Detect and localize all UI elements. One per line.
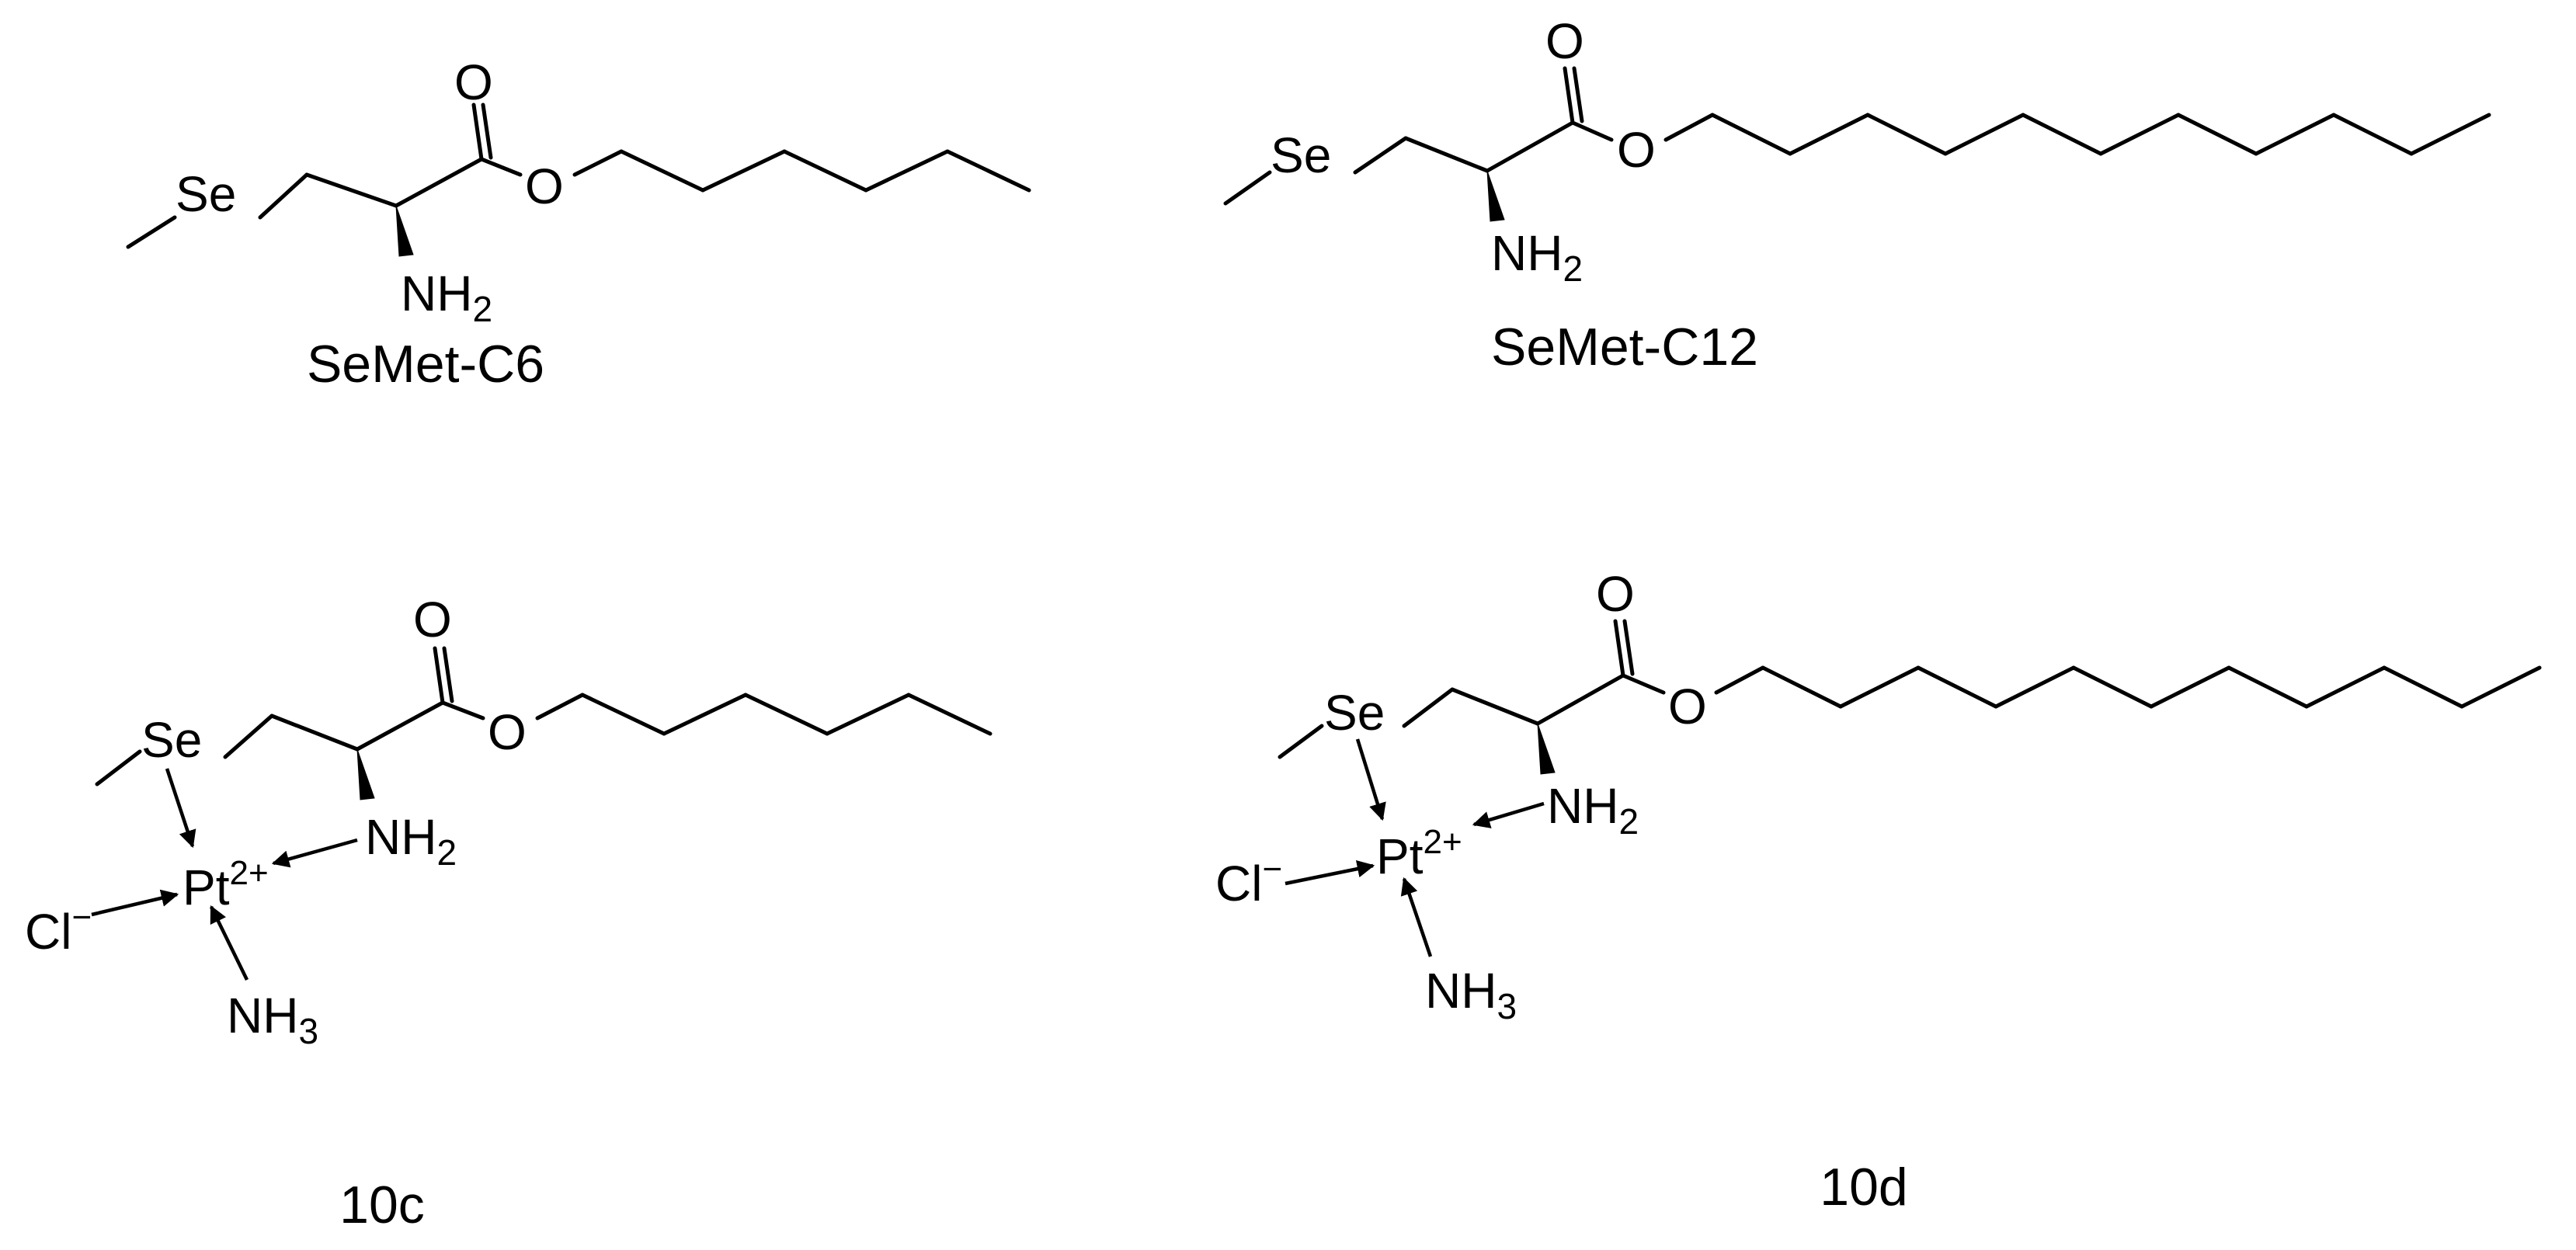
amine-label: NH2 xyxy=(365,809,457,873)
structure-10d: Se O O NH2 Pt2+ Cl− NH3 10d xyxy=(1215,566,2542,1217)
chloride-label: Cl− xyxy=(1215,850,1282,911)
bonds xyxy=(126,102,1031,249)
coordination-arrows xyxy=(91,768,358,981)
bonds xyxy=(1223,66,2491,206)
ammine-label: NH3 xyxy=(1425,963,1517,1026)
stereo-wedge xyxy=(356,748,375,800)
compound-name: SeMet-C6 xyxy=(307,335,544,394)
stereo-wedge xyxy=(1537,723,1556,775)
amine-label: NH2 xyxy=(401,266,492,329)
chloride-label: Cl− xyxy=(25,898,92,960)
structure-10c: Se O O NH2 Pt2+ Cl− NH3 10c xyxy=(25,592,993,1234)
ester-oxygen-label: O xyxy=(1668,679,1707,734)
bonds xyxy=(1278,619,2542,759)
carbonyl-oxygen-label: O xyxy=(413,592,452,648)
platinum-atom-label: Pt2+ xyxy=(183,854,269,915)
platinum-atom-label: Pt2+ xyxy=(1376,823,1462,884)
selenium-atom-label: Se xyxy=(1324,685,1385,741)
ester-oxygen-label: O xyxy=(525,158,564,214)
stereo-wedge xyxy=(1486,170,1505,222)
amine-label: NH2 xyxy=(1491,225,1583,289)
compound-name: 10c xyxy=(339,1175,425,1234)
stereo-wedge xyxy=(395,205,414,257)
coordination-arrows xyxy=(1285,738,1545,957)
compound-name: SeMet-C12 xyxy=(1491,318,1758,377)
selenium-atom-label: Se xyxy=(1271,127,1331,183)
selenium-atom-label: Se xyxy=(141,712,202,768)
structure-semet-c12: Se O O NH2 SeMet-C12 xyxy=(1223,13,2491,377)
selenium-atom-label: Se xyxy=(176,166,236,222)
structure-semet-c6: Se O O NH2 SeMet-C6 xyxy=(126,54,1031,394)
bonds xyxy=(95,646,993,786)
ammine-label: NH3 xyxy=(227,988,318,1051)
carbonyl-oxygen-label: O xyxy=(1545,13,1584,69)
ester-oxygen-label: O xyxy=(488,704,527,760)
ester-oxygen-label: O xyxy=(1617,122,1656,178)
carbonyl-oxygen-label: O xyxy=(454,54,493,110)
carbonyl-oxygen-label: O xyxy=(1596,566,1635,622)
compound-name: 10d xyxy=(1820,1158,1907,1217)
amine-label: NH2 xyxy=(1547,778,1639,842)
